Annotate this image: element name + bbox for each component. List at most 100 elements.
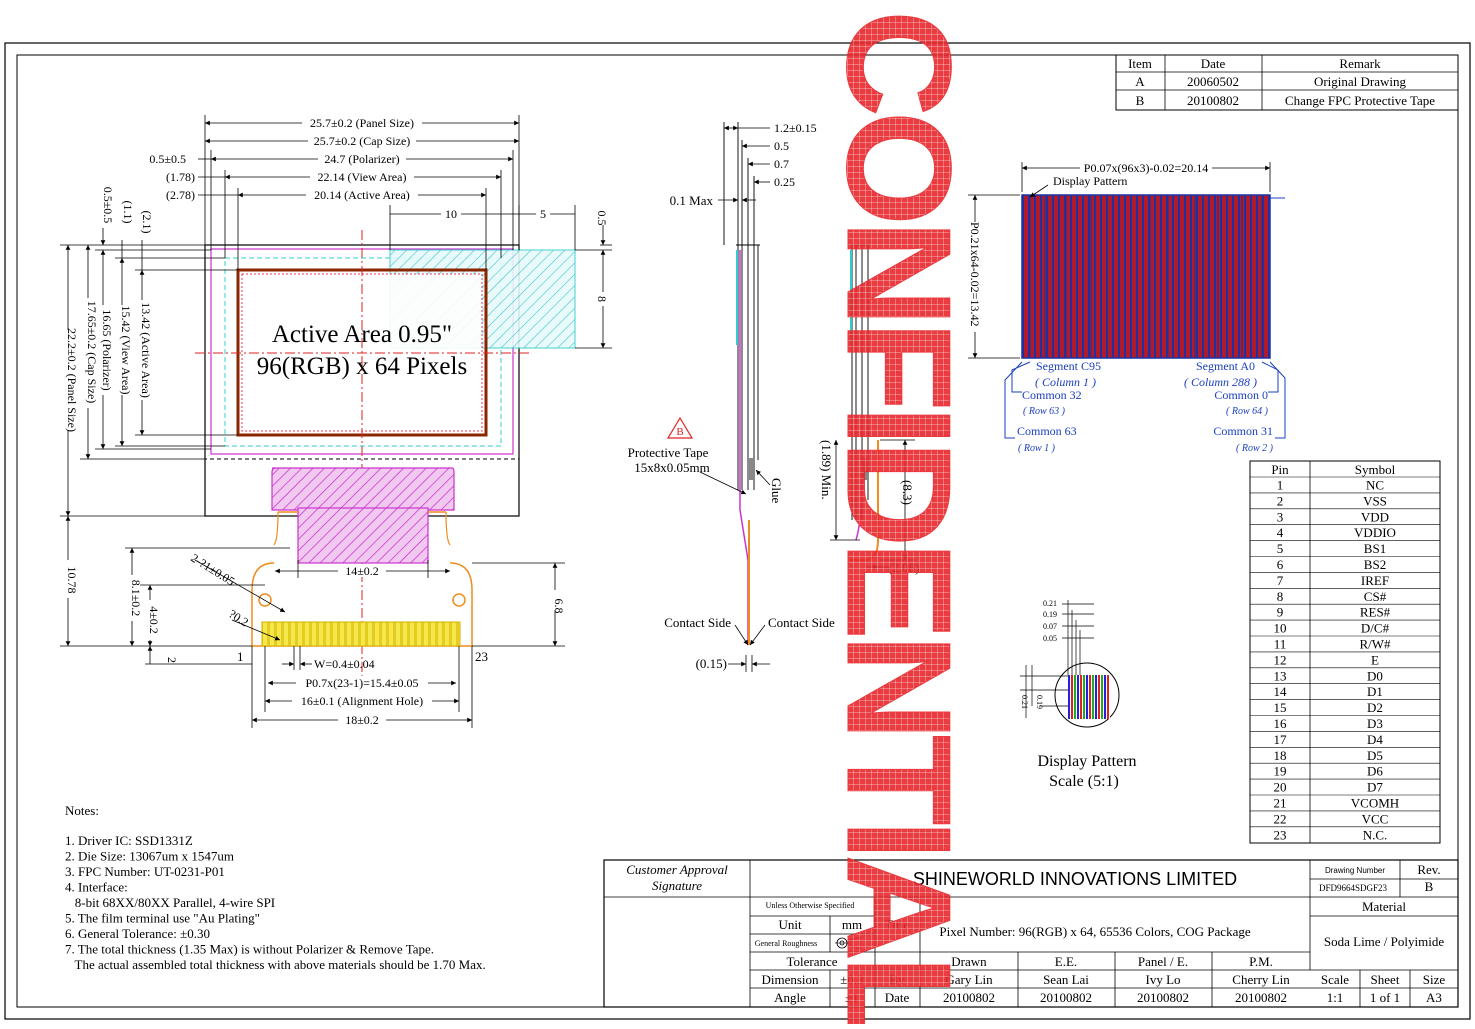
pin-symbol: D0 [1367, 668, 1383, 683]
pin-symbol: VCOMH [1351, 796, 1399, 811]
dim-v-view: 15.42 (View Area) [119, 306, 133, 395]
size-value: A3 [1426, 990, 1442, 1005]
dim-fpc-18: 18±0.2 [345, 713, 379, 727]
label-alignment-holes: 2-?1±0.05 [188, 551, 237, 589]
pin-symbol: D5 [1367, 748, 1383, 763]
pin-number: 15 [1274, 700, 1287, 715]
dim-v-panel: 22.2±0.2 (Panel Size) [65, 328, 79, 432]
pin-number: 9 [1277, 605, 1284, 620]
side-dim-max: 0.1 Max [670, 193, 714, 208]
side-view: 1.2±0.15 0.5 0.7 0.25 0.1 Max B Protecti… [628, 121, 919, 672]
common-63-label: Common 63 [1017, 424, 1077, 438]
rev-header-item: Item [1128, 56, 1152, 71]
row-64-label: ( Row 64 ) [1226, 406, 1269, 417]
protective-tape-label: Protective Tape [628, 445, 709, 460]
pin-symbol: D3 [1367, 716, 1383, 731]
dim-tape-0-5: 0.5 [595, 211, 609, 226]
drawing-number: DFD9664SDGF23 [1319, 883, 1388, 893]
dim-active-area: 20.14 (Active Area) [314, 188, 410, 202]
contact-side-left: Contact Side [664, 615, 731, 630]
pin-number: 23 [1274, 827, 1287, 842]
label-radius: ?0.2 [226, 607, 251, 630]
common-31-label: Common 31 [1213, 424, 1273, 438]
title-label: Title [885, 917, 909, 932]
pin-number: 21 [1274, 796, 1287, 811]
side-fpc-orange-right [850, 440, 879, 561]
side-dim-1-2: 1.2±0.15 [774, 121, 817, 135]
material-label: Material [1362, 899, 1406, 914]
dim-tape-8: 8 [595, 296, 609, 302]
scale-label: Scale [1321, 972, 1349, 987]
dimension-label: Dimension [761, 972, 819, 987]
pin-number: 18 [1274, 748, 1287, 763]
rev-a-item: A [1135, 74, 1145, 89]
side-fpc-bend [855, 479, 863, 541]
unit-label: Unit [778, 917, 802, 932]
by-label: By [889, 972, 905, 987]
material-value: Soda Lime / Polyimide [1324, 934, 1444, 949]
fpc-neck [297, 507, 429, 564]
pin-symbol: VDD [1361, 509, 1389, 524]
note-line: 1. Driver IC: SSD1331Z [65, 833, 193, 848]
revision-marker-label: B [676, 426, 683, 438]
pin-number: 1 [1277, 478, 1284, 493]
pin-number: 4 [1277, 525, 1284, 540]
note-line: 4. Interface: [65, 880, 128, 895]
dim-panel-size: 25.7±0.2 (Panel Size) [310, 116, 414, 130]
segment-c95-label: Segment C95 [1036, 359, 1101, 373]
notes-title: Notes: [65, 803, 99, 818]
tolerance-label: Tolerance [786, 954, 837, 969]
side-glue [749, 458, 755, 480]
pin-header-symbol: Symbol [1355, 462, 1396, 477]
segment-a0-label: Segment A0 [1196, 359, 1255, 373]
pattern-height-dim: P0.21x64-0.02=13.42 [968, 222, 982, 326]
note-line: 3. FPC Number: UT-0231-P01 [65, 864, 225, 879]
detail-dim-0-19: 0.19 [1043, 610, 1057, 619]
dim-fpc-2: 2 [165, 657, 179, 663]
ee-by: Sean Lai [1043, 972, 1089, 987]
pin-number: 11 [1274, 637, 1287, 652]
side-fpc-magenta [739, 250, 749, 645]
dim-v-polarizer: 16.65 (Polarizer) [100, 309, 114, 390]
pin-number: 10 [1274, 621, 1287, 636]
dim-offset-1-78: (1.78) [166, 170, 195, 184]
note-line: 7. The total thickness (1.35 Max) is wit… [65, 942, 434, 957]
note-line: 5. The film terminal use "Au Plating" [65, 911, 260, 926]
alignment-hole-right [452, 593, 466, 607]
pixel-matrix [1021, 194, 1271, 359]
detail-dimension-lines [1020, 600, 1094, 718]
pin-symbol: D2 [1367, 700, 1383, 715]
note-line: 8-bit 68XX/80XX Parallel, 4-wire SPI [65, 895, 275, 910]
display-pattern-view: P0.07x(96x3)-0.02=20.14 Display Pattern … [968, 161, 1286, 454]
alignment-hole-left [258, 593, 272, 607]
dim-offset-2-78: (2.78) [166, 188, 195, 202]
size-label: Size [1423, 972, 1446, 987]
detail-dim-0-05: 0.05 [1043, 634, 1057, 643]
drawn-label: Drawn [951, 954, 987, 969]
dimension-tolerance: ±0.3 [840, 972, 863, 987]
sheet-label: Sheet [1371, 972, 1400, 987]
confidential-watermark: CONFIDENTIAL [816, 10, 981, 1024]
pm-date: 20100802 [1235, 990, 1287, 1005]
active-area-title: Active Area 0.95" [272, 321, 452, 348]
pixel-matrix-traces [1029, 195, 1263, 358]
pin-1-label: 1 [237, 649, 244, 664]
pin-symbol: VSS [1363, 493, 1387, 508]
side-dim-min: (1.89) Min. [819, 440, 834, 500]
side-dim-0-5: 0.5 [774, 139, 789, 153]
panel-label: Panel / E. [1138, 954, 1188, 969]
sheet-value: 1 of 1 [1370, 990, 1400, 1005]
note-line: 6. General Tolerance: ±0.30 [65, 926, 210, 941]
dim-view-area: 22.14 (View Area) [318, 170, 407, 184]
side-glue-right [862, 458, 868, 480]
pin-number: 20 [1274, 780, 1287, 795]
note-line: 2. Die Size: 13067um x 1547um [65, 849, 234, 864]
note-line: The actual assembled total thickness wit… [65, 957, 486, 972]
dim-fpc-14: 14±0.2 [345, 564, 379, 578]
roughness-label: General Roughness [755, 939, 817, 948]
rev-b-item: B [1136, 93, 1145, 108]
pattern-leader-lines [1004, 197, 1286, 439]
pin-symbol: RES# [1360, 605, 1391, 620]
rev-header-date: Date [1201, 56, 1226, 71]
